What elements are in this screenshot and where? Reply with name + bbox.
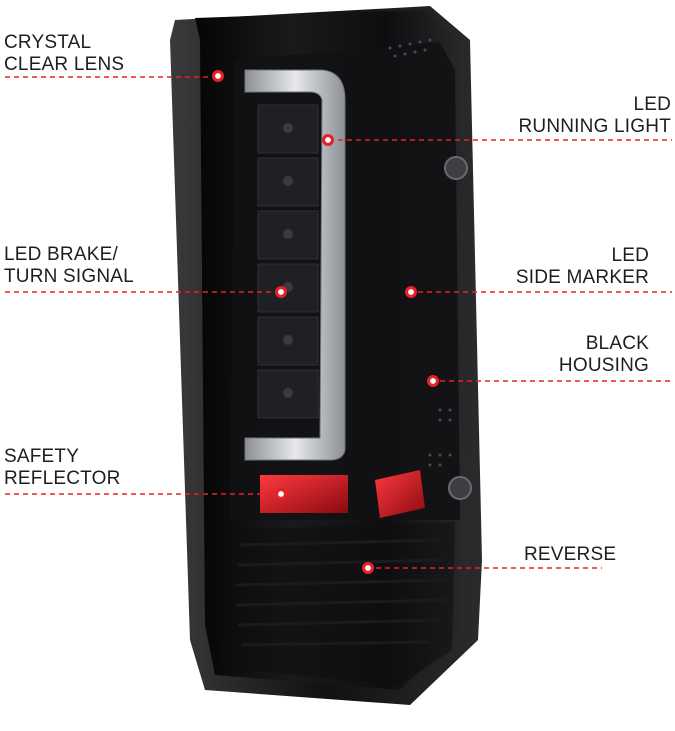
label-running-light: LED RUNNING LIGHT xyxy=(519,94,672,138)
dot-black-housing xyxy=(427,375,439,387)
running-light-bar xyxy=(244,69,346,461)
label-line: REVERSE xyxy=(524,544,617,565)
dot-reverse xyxy=(362,562,374,574)
label-line: LED BRAKE/ xyxy=(4,244,118,265)
reverse-lens xyxy=(220,522,455,685)
label-brake-turn: LED BRAKE/ TURN SIGNAL xyxy=(4,244,134,288)
label-line: TURN SIGNAL xyxy=(4,266,134,287)
dot-safety-reflector xyxy=(275,488,287,500)
safety-reflector-left xyxy=(260,475,348,513)
label-line: REFLECTOR xyxy=(4,468,121,489)
label-black-housing: BLACK HOUSING xyxy=(559,333,649,377)
led-dots xyxy=(283,123,293,398)
mount-bolt-lower xyxy=(448,476,472,500)
label-line: CLEAR LENS xyxy=(4,54,125,75)
label-line: CRYSTAL xyxy=(4,32,92,53)
label-line: LED xyxy=(611,245,649,266)
led-module-stack xyxy=(257,104,319,419)
lens-texture xyxy=(388,38,452,467)
dot-side-marker xyxy=(405,286,417,298)
label-crystal-lens: CRYSTAL CLEAR LENS xyxy=(4,32,124,76)
label-line: SAFETY xyxy=(4,446,80,467)
dot-running-light xyxy=(322,134,334,146)
label-line: BLACK xyxy=(585,333,649,354)
callout-leaders xyxy=(5,76,672,569)
label-reverse: REVERSE xyxy=(524,544,616,566)
label-line: SIDE MARKER xyxy=(515,267,649,288)
label-line: HOUSING xyxy=(558,355,649,376)
mount-bolt-upper xyxy=(444,156,468,180)
dot-brake-turn xyxy=(275,286,287,298)
label-side-marker: LED SIDE MARKER xyxy=(516,245,649,289)
label-line: LED xyxy=(633,94,671,115)
safety-reflector-right xyxy=(375,470,425,518)
label-line: RUNNING LIGHT xyxy=(518,116,671,137)
dot-crystal-lens xyxy=(212,70,224,82)
callout-dots xyxy=(212,70,439,574)
label-safety-reflector: SAFETY REFLECTOR xyxy=(4,446,121,490)
